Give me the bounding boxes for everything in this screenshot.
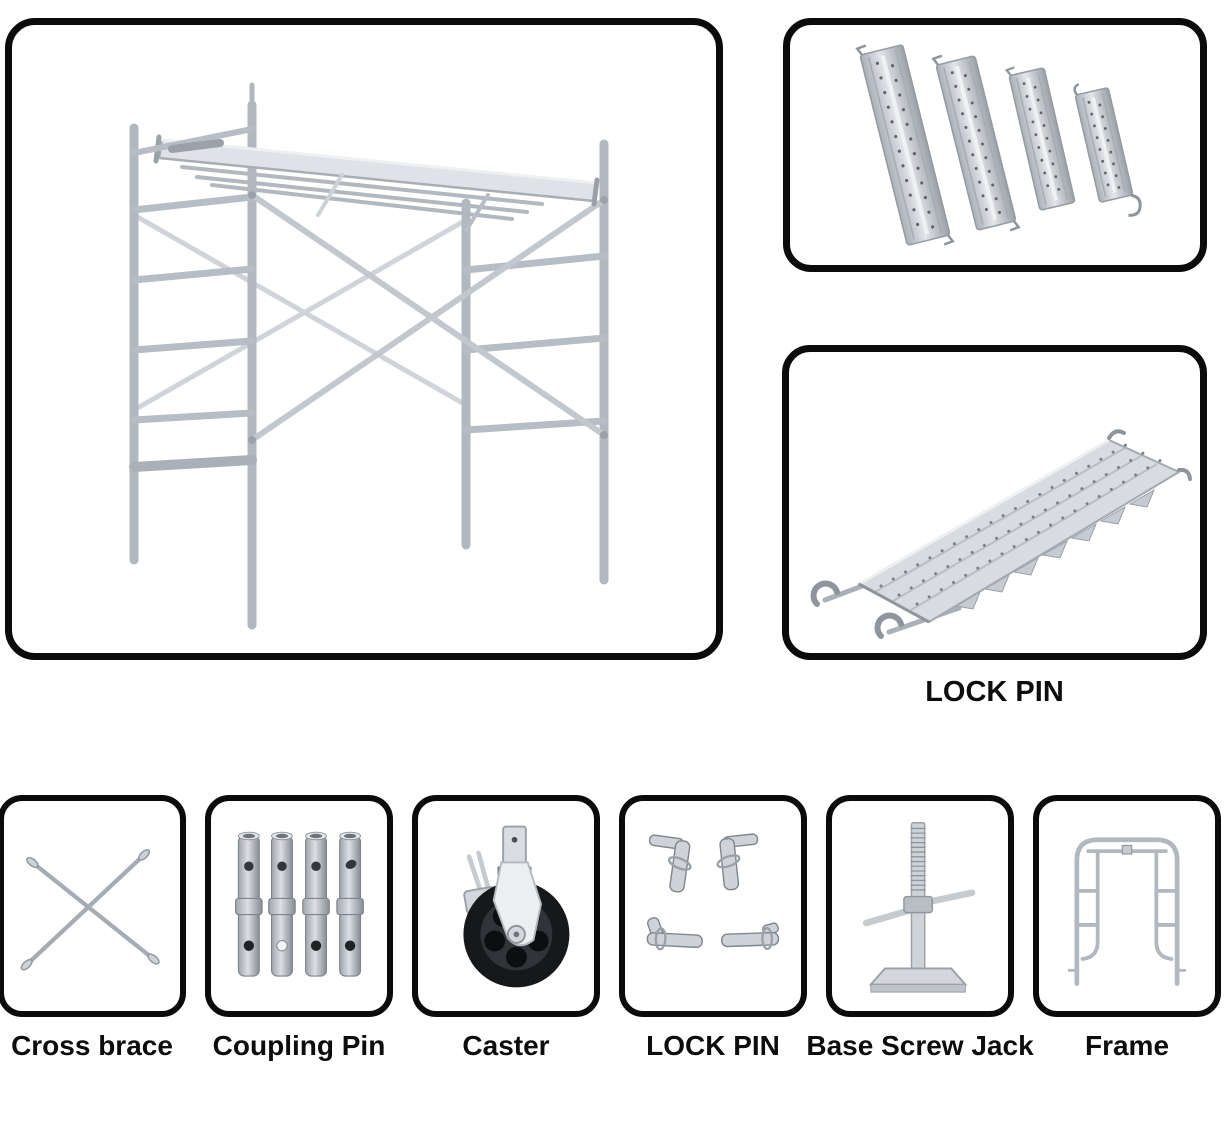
lock-pin-image (646, 833, 780, 951)
caption-caster: Caster (462, 1030, 550, 1061)
caption-frame: Frame (1084, 1030, 1170, 1061)
caption-base-screw-jack: Base Screw Jack (806, 1030, 1034, 1061)
caster-image (463, 825, 570, 988)
hooked-steel-plank-image (810, 429, 1192, 639)
plank-hook-2 (874, 612, 904, 639)
walk-through-frame-image (1067, 837, 1187, 986)
caption-lock-pin: LOCK PIN (646, 1030, 780, 1061)
part-tile-lock-pin (619, 795, 807, 1017)
steel-plank-2 (931, 54, 1021, 232)
cross-brace-image (20, 849, 160, 971)
steel-planks-tile (783, 18, 1207, 272)
hooked-plank-tile (782, 345, 1207, 660)
caption-cross-brace: Cross brace (11, 1030, 173, 1061)
steel-plank-3 (1004, 66, 1076, 211)
steel-plank-1 (855, 44, 955, 246)
scaffolding-frame-set-image (129, 82, 609, 630)
part-tile-frame (1033, 795, 1221, 1017)
coupling-pin-image (235, 831, 364, 977)
plank-hook-1 (810, 580, 840, 607)
hooked-plank-caption: LOCK PIN (925, 676, 1064, 708)
perforated-steel-planks-image (855, 44, 1142, 246)
part-tile-coupling-pin (205, 795, 393, 1017)
caption-coupling-pin: Coupling Pin (212, 1030, 386, 1061)
steel-plank-4 (1073, 83, 1142, 217)
part-tile-caster (412, 795, 600, 1017)
frame-top-clip (1121, 844, 1133, 855)
part-tile-cross-brace (0, 795, 186, 1017)
base-screw-jack-image (862, 822, 976, 993)
part-tile-base-screw-jack (826, 795, 1014, 1017)
main-image-tile (5, 18, 723, 660)
coupling-pins (235, 831, 364, 977)
